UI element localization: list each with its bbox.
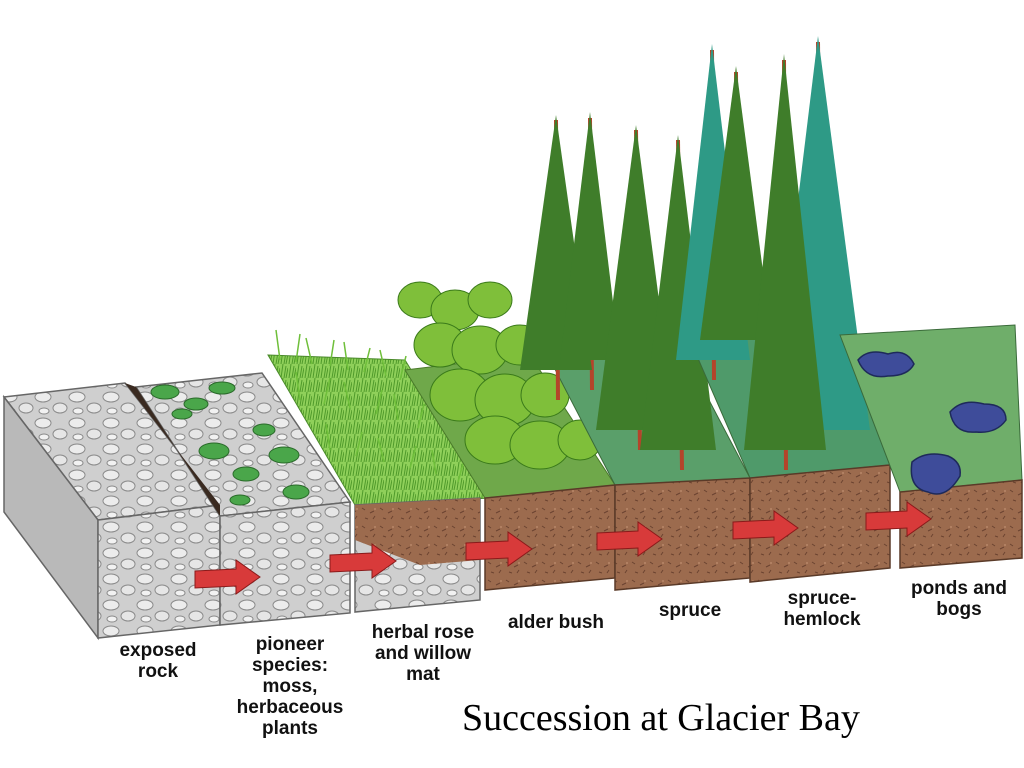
arrow-4 bbox=[596, 521, 663, 557]
arrow-5 bbox=[732, 510, 799, 546]
arrow-3 bbox=[465, 531, 533, 567]
stage-herbal-mat bbox=[267, 329, 491, 613]
stage-pioneer-species bbox=[125, 372, 352, 626]
label-spruce: spruce bbox=[658, 600, 722, 621]
label-pioneer-species: pioneer species: moss, herbaceous plants bbox=[236, 634, 344, 739]
stage-spruce-hemlock bbox=[676, 36, 891, 583]
label-ponds-bogs: ponds and bogs bbox=[910, 578, 1008, 620]
label-alder-bush: alder bush bbox=[507, 612, 605, 633]
stage-alder-bush bbox=[397, 281, 616, 591]
succession-arrows bbox=[194, 501, 932, 595]
label-herbal-mat: herbal rose and willow mat bbox=[371, 622, 475, 685]
arrow-6 bbox=[865, 501, 932, 537]
diagram-title: Succession at Glacier Bay bbox=[462, 697, 860, 739]
stage-exposed-rock bbox=[2, 382, 222, 641]
label-exposed-rock: exposed rock bbox=[119, 640, 197, 682]
arrow-1 bbox=[194, 559, 261, 595]
stage-ponds-bogs bbox=[839, 324, 1023, 569]
arrow-2 bbox=[329, 543, 397, 579]
stage-spruce bbox=[520, 112, 751, 591]
label-spruce-hemlock: spruce- hemlock bbox=[783, 588, 861, 630]
